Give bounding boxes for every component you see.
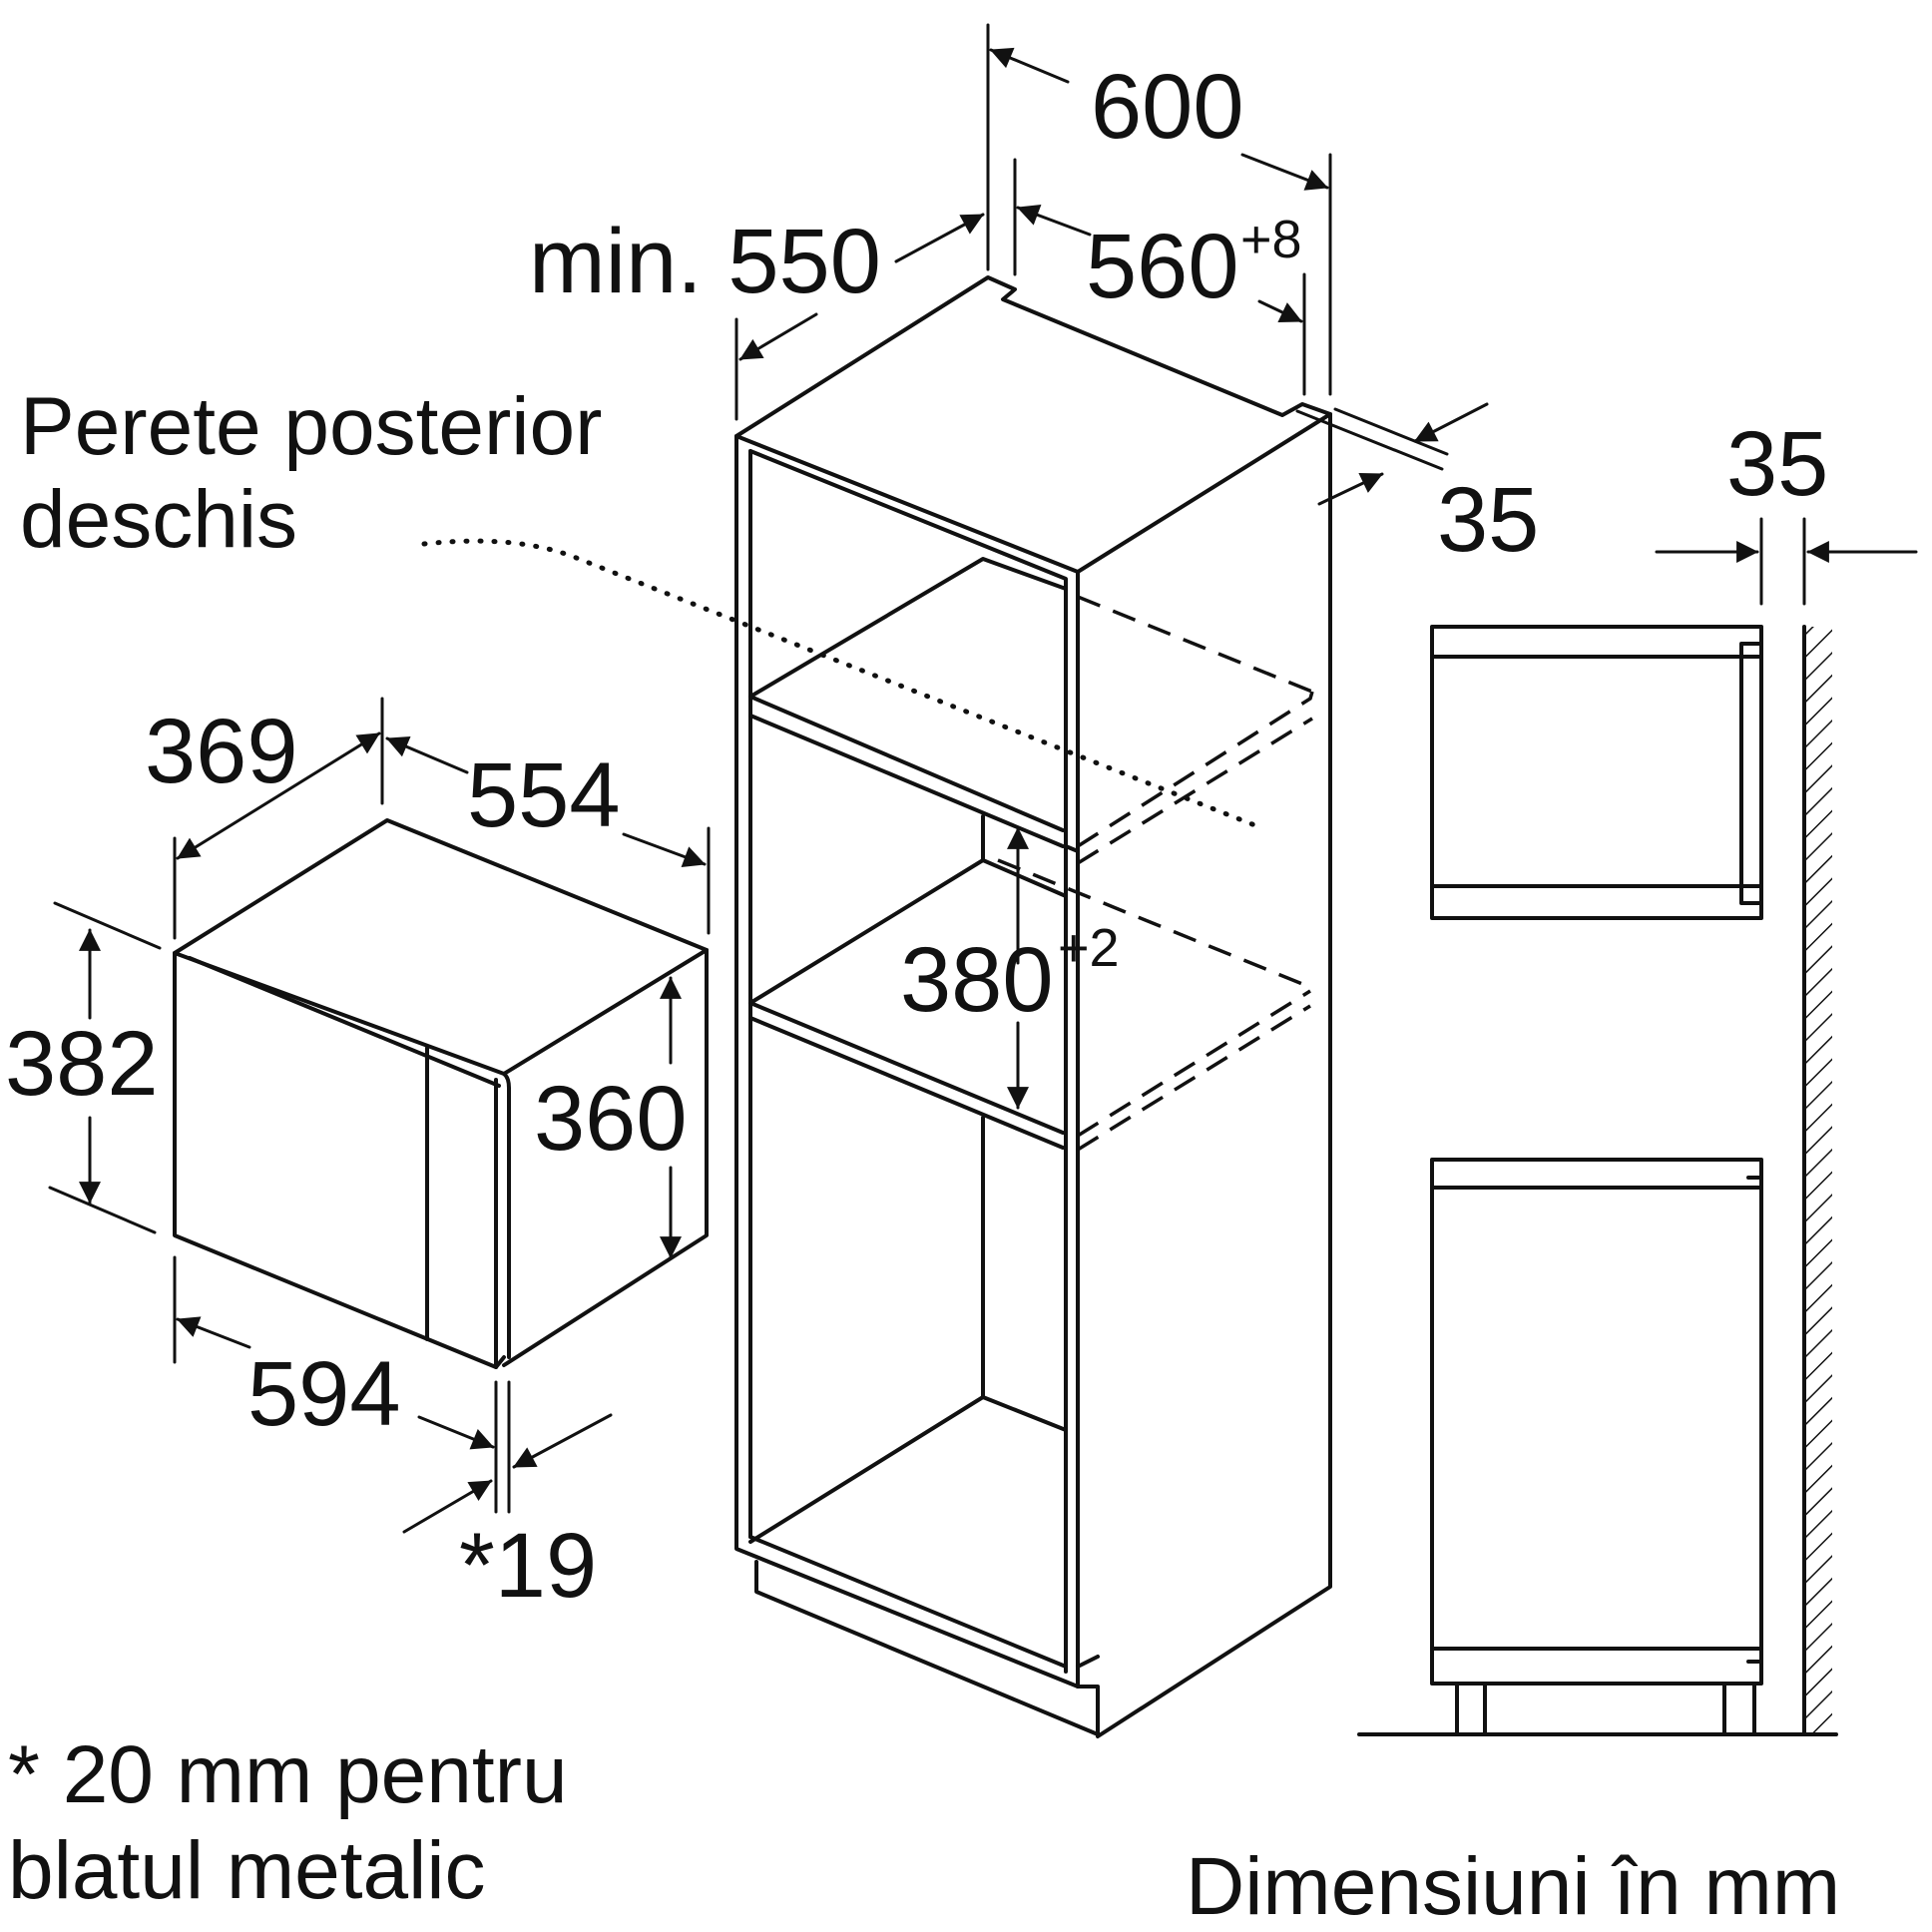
side-view-drawing — [1357, 625, 1838, 1736]
dim-600: 600 — [1091, 56, 1244, 158]
rear-wall-label-line2: deschis — [20, 474, 297, 565]
dim-560-tolerance: +8 — [1240, 210, 1302, 269]
rear-wall-label-line1: Perete posterior — [20, 381, 602, 472]
dim-min-550: min. 550 — [529, 211, 881, 312]
dim-369: 369 — [145, 701, 298, 802]
dim-35-side: 35 — [1726, 413, 1828, 515]
microwave-dimensions — [48, 697, 711, 1534]
cabinet-dimensions — [734, 23, 1489, 1110]
units-label: Dimensiuni în mm — [1186, 1841, 1840, 1932]
dim-380: 380 — [900, 929, 1054, 1031]
dim-380-tolerance: +2 — [1058, 918, 1120, 978]
dim-594: 594 — [247, 1343, 401, 1445]
microwave-drawing — [173, 818, 709, 1369]
footnote-line2: blatul metalic — [8, 1825, 486, 1916]
tall-cabinet-drawing — [421, 275, 1332, 1738]
side-view-dimensions — [1655, 517, 1918, 606]
dim-560: 560 — [1086, 216, 1239, 317]
dim-554: 554 — [467, 744, 621, 846]
footnote-line1: * 20 mm pentru — [8, 1729, 568, 1820]
dim-382: 382 — [5, 1013, 159, 1115]
dim-19: *19 — [459, 1515, 597, 1617]
dim-360: 360 — [534, 1068, 688, 1170]
dim-35-top: 35 — [1437, 469, 1539, 571]
